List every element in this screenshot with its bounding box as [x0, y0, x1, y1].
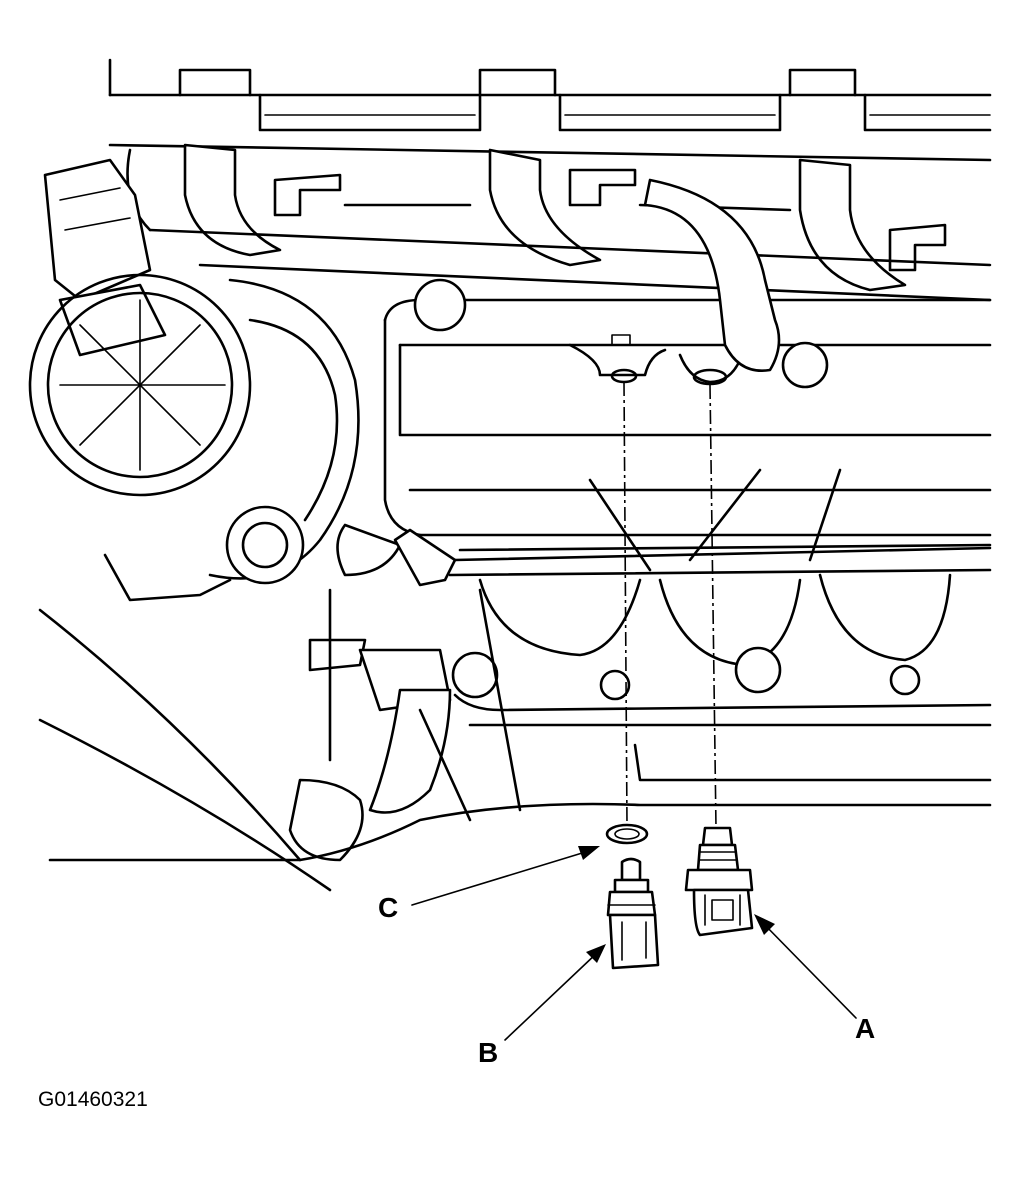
lower-hoses [38, 588, 992, 892]
leader-arrows [411, 846, 857, 1041]
throttle-body [28, 158, 360, 602]
cylinder-head [336, 178, 992, 782]
callout-c: C [378, 892, 398, 923]
figure-id: G01460321 [38, 1088, 148, 1111]
callout-a: A [855, 1013, 875, 1044]
sensor-a [684, 826, 754, 937]
sensor-b [606, 857, 660, 970]
install-lines [623, 381, 717, 829]
o-ring [605, 823, 649, 845]
injector-harness [108, 58, 992, 302]
callout-b: B [478, 1037, 498, 1068]
